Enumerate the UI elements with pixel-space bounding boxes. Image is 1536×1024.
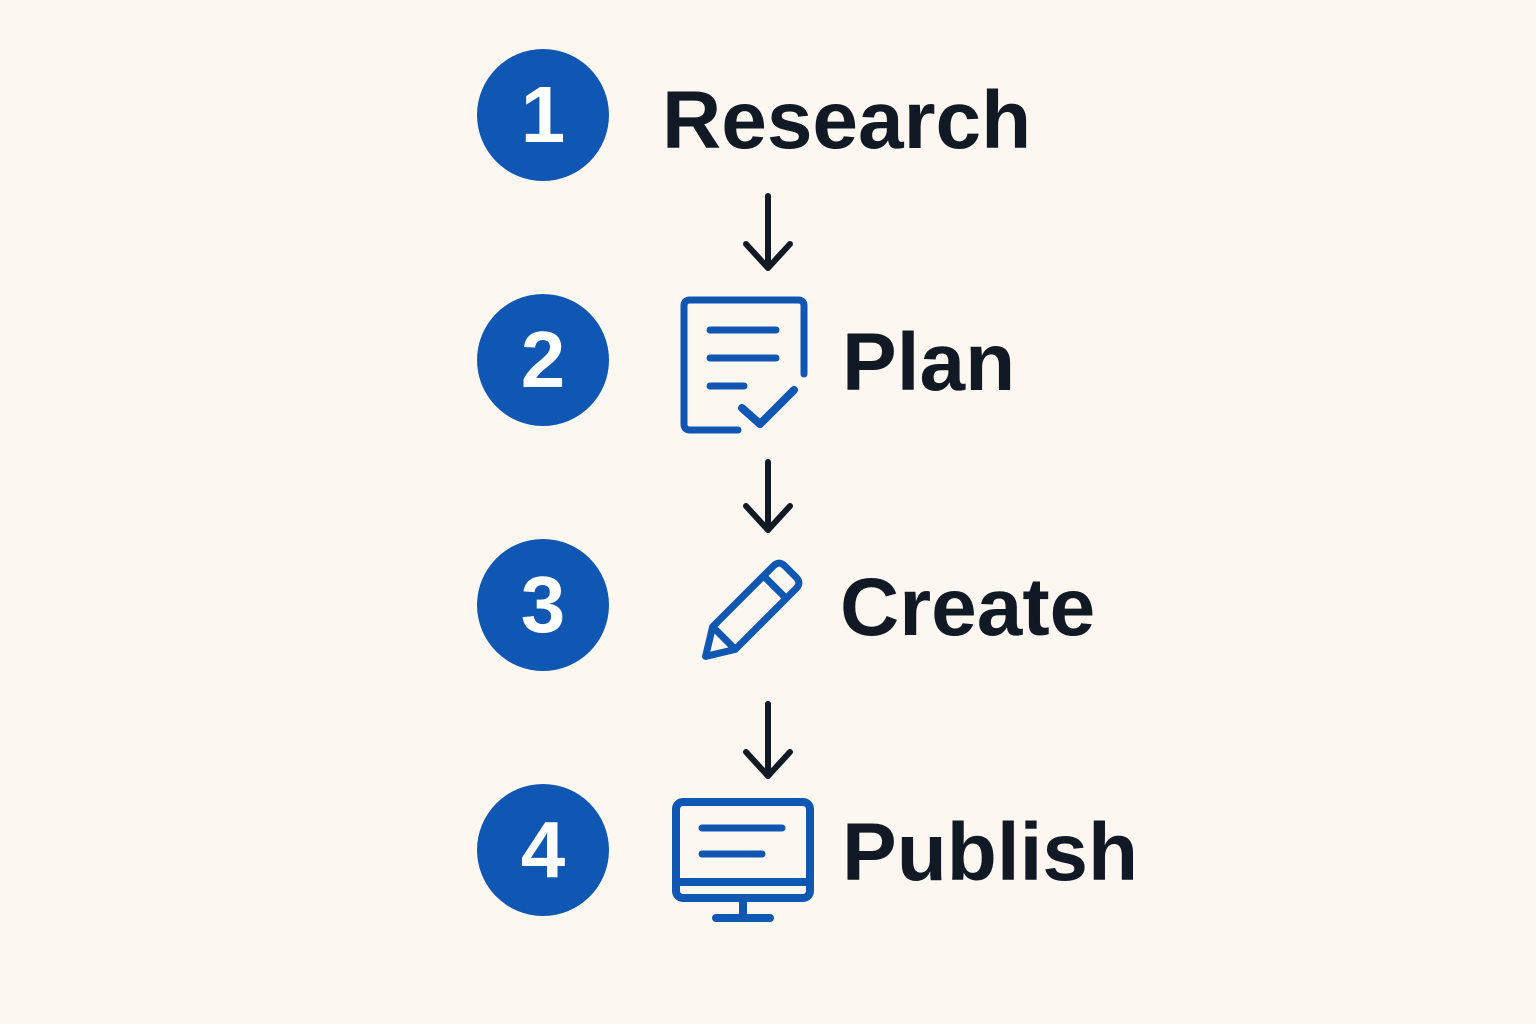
step-1-number: 1 — [477, 49, 609, 181]
step-4-label: Publish — [842, 807, 1139, 898]
pencil-icon — [702, 559, 803, 660]
down-arrow-icon — [743, 459, 793, 533]
down-arrow-icon — [743, 193, 793, 271]
step-1-label: Research — [662, 75, 1032, 166]
monitor-icon — [672, 798, 814, 922]
step-4-number: 4 — [477, 784, 609, 916]
step-2-number: 2 — [477, 294, 609, 426]
down-arrow-icon — [743, 701, 793, 779]
document-check-icon — [680, 296, 808, 434]
step-3-label: Create — [840, 562, 1096, 653]
step-3-number: 3 — [477, 539, 609, 671]
step-2-label: Plan — [842, 317, 1016, 408]
